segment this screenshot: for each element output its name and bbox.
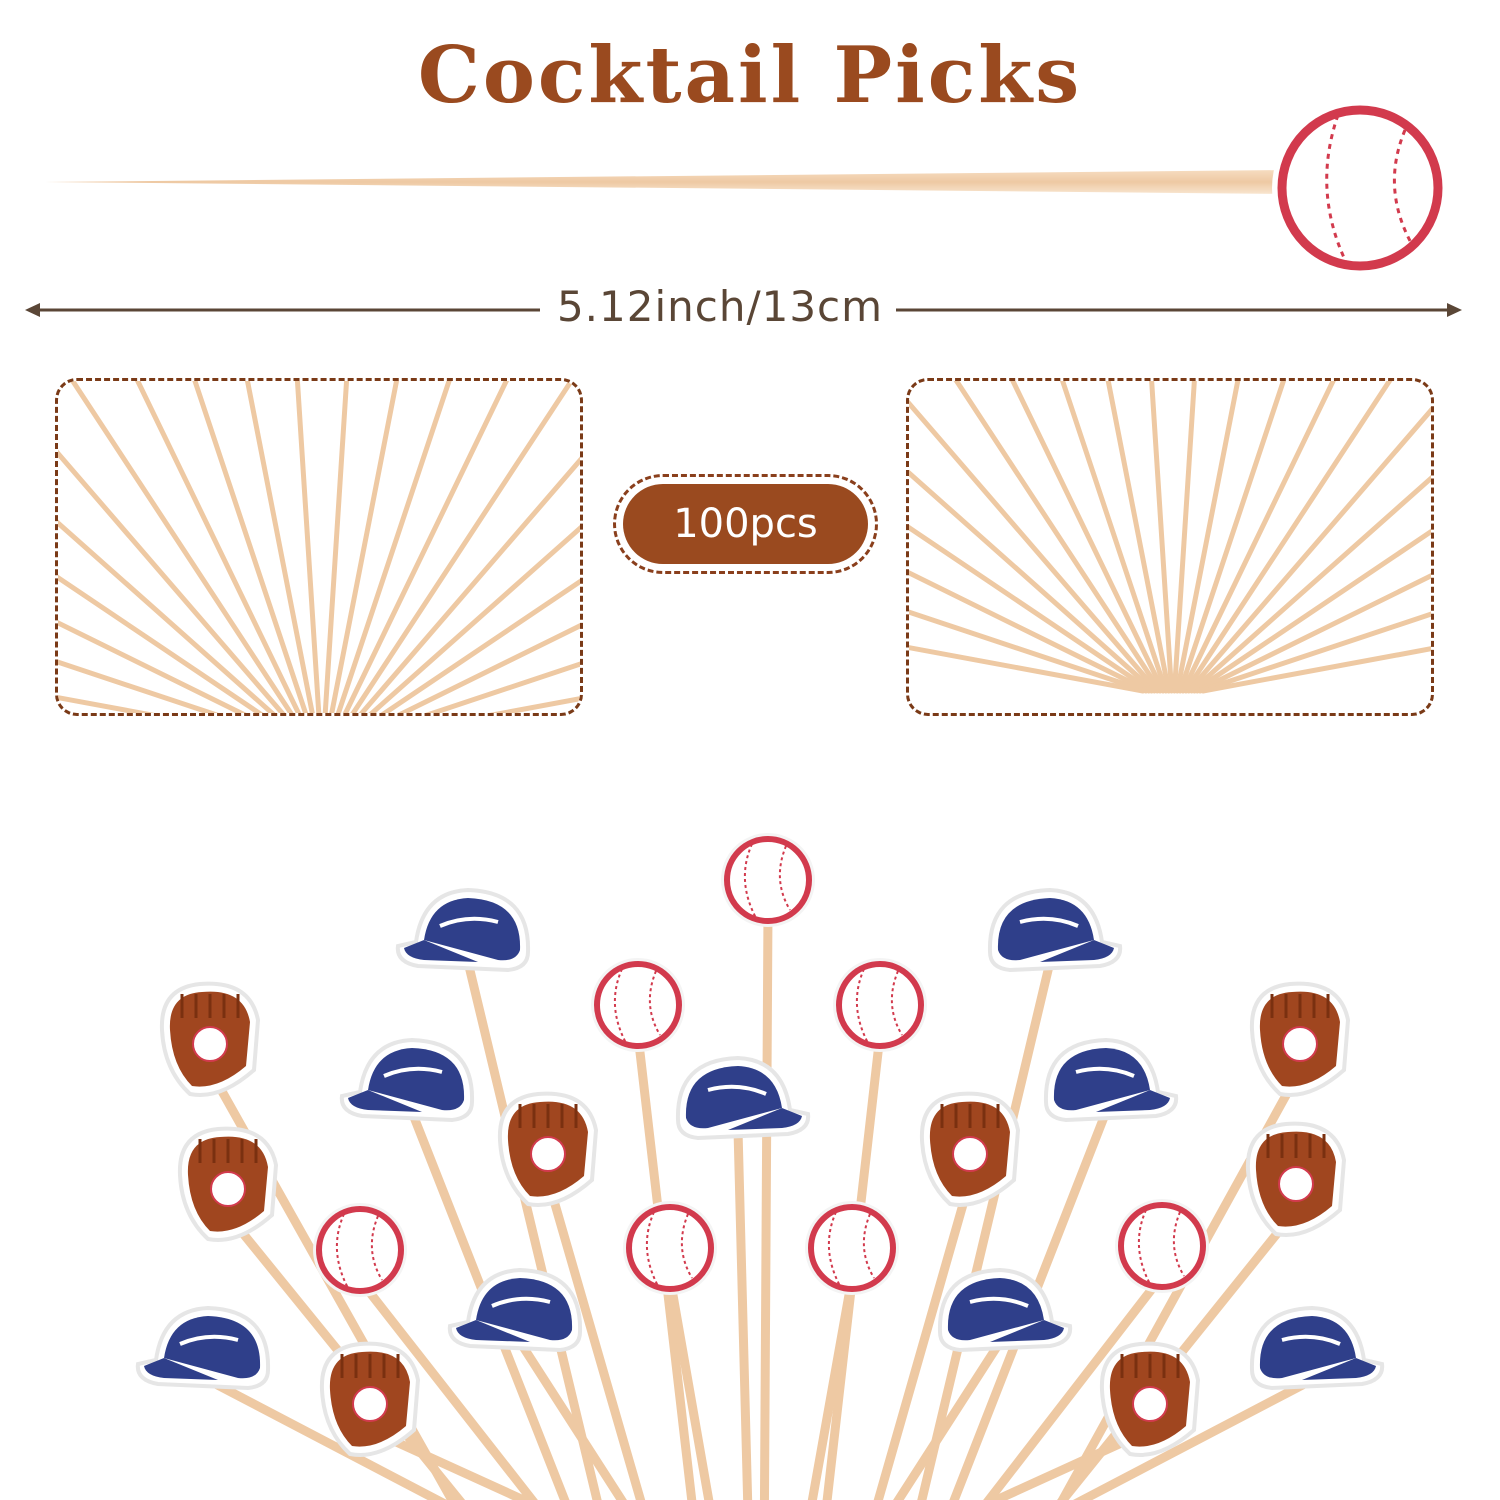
bamboo-stick xyxy=(909,524,1155,694)
bamboo-stick xyxy=(953,381,1163,694)
page-title: Cocktail Picks xyxy=(417,30,1083,121)
bamboo-stick xyxy=(355,1275,538,1500)
baseball-glove-icon xyxy=(319,1341,421,1457)
baseball-glove-icon xyxy=(919,1091,1021,1207)
bamboo-stick xyxy=(909,399,1160,694)
bamboo-stick xyxy=(294,381,322,713)
baseball-icon xyxy=(833,958,927,1052)
baseball-glove-icon xyxy=(177,1126,279,1242)
baseball-icon xyxy=(1272,102,1444,274)
count-badge-outline xyxy=(613,474,878,574)
baseball-cap-icon xyxy=(937,1267,1073,1353)
bamboo-stick xyxy=(244,381,315,713)
bamboo-stick xyxy=(893,1337,1005,1500)
baseball-cap-icon xyxy=(1043,1037,1179,1123)
bamboo-stick xyxy=(335,381,452,713)
bamboo-stick xyxy=(192,381,309,713)
bamboo-stick xyxy=(909,570,1152,694)
bamboo-stick xyxy=(1194,573,1431,694)
bamboo-stick xyxy=(909,645,1146,694)
baseball-cap-icon xyxy=(339,1037,475,1123)
bamboo-stick xyxy=(665,1273,714,1500)
bamboo-stick xyxy=(380,578,580,713)
bamboo-stick xyxy=(358,456,580,713)
bamboo-stick xyxy=(350,381,575,713)
bamboo-stick xyxy=(1105,381,1172,694)
baseball-cap-icon xyxy=(1249,1305,1385,1391)
bamboo-stick xyxy=(1171,381,1197,694)
baseball-icon xyxy=(1115,1199,1209,1293)
bamboo-stick xyxy=(1191,528,1431,694)
bamboo-stick xyxy=(58,449,286,713)
baseball-glove-icon xyxy=(497,1091,599,1207)
bamboo-stick xyxy=(1183,381,1393,694)
bamboo-stick xyxy=(58,620,247,713)
bamboo-stick xyxy=(1059,381,1169,694)
bamboo-stick xyxy=(515,1337,627,1500)
bamboo-stick xyxy=(58,574,264,713)
bamboo-stick xyxy=(203,1375,447,1500)
count-badge: 100pcs xyxy=(623,484,868,564)
baseball-glove-icon xyxy=(159,981,261,1097)
bamboo-stick xyxy=(329,381,400,713)
bamboo-stick xyxy=(1186,406,1431,694)
baseball-cap-icon xyxy=(447,1267,583,1353)
bamboo-stick xyxy=(759,905,773,1500)
bamboo-stick xyxy=(322,381,350,713)
bamboo-stick xyxy=(1177,381,1287,694)
bamboo-stick xyxy=(1149,381,1175,694)
dimension-label: 5.12inch/13cm xyxy=(556,282,884,331)
hero-cocktail-pick xyxy=(45,102,1444,274)
baseball-glove-icon xyxy=(1099,1341,1201,1457)
sticks-closeup-right xyxy=(906,378,1434,716)
dimension-arrow xyxy=(25,303,1462,317)
baseball-glove-icon xyxy=(1245,1121,1347,1237)
bamboo-stick xyxy=(69,381,294,713)
baseball-cap-icon xyxy=(135,1305,271,1391)
bamboo-stick xyxy=(909,469,1157,694)
baseball-cap-icon xyxy=(987,887,1123,973)
baseball-icon xyxy=(591,958,685,1052)
bamboo-stick xyxy=(909,609,1149,694)
bamboo-stick xyxy=(1200,646,1431,694)
baseball-cap-icon xyxy=(395,887,531,973)
baseball-icon xyxy=(805,1201,899,1295)
bamboo-stick xyxy=(733,1125,753,1500)
bamboo-stick xyxy=(58,659,219,713)
bamboo-stick xyxy=(342,381,510,713)
bamboo-stick xyxy=(1189,474,1431,694)
bamboo-stick xyxy=(1073,1375,1317,1500)
baseball-icon xyxy=(623,1201,717,1295)
bamboo-stick xyxy=(1174,381,1241,694)
bamboo-stick xyxy=(425,661,580,713)
baseball-cap-icon xyxy=(675,1055,811,1141)
baseball-icon xyxy=(313,1203,407,1297)
bamboo-sticks-fan-right xyxy=(909,381,1431,694)
bamboo-stick xyxy=(873,1175,975,1500)
bamboo-stick xyxy=(463,957,602,1500)
bamboo-stick xyxy=(807,1273,857,1500)
sticks-closeup-left xyxy=(55,378,583,716)
bamboo-stick xyxy=(1197,611,1431,694)
bamboo-stick xyxy=(134,381,302,713)
bamboo-stick xyxy=(917,957,1055,1500)
bamboo-stick xyxy=(58,519,276,713)
bamboo-stick xyxy=(1010,381,1166,694)
bamboo-stick xyxy=(397,623,580,713)
bamboo-sticks-fan-left xyxy=(58,381,580,713)
bamboo-stick xyxy=(543,1175,646,1500)
baseball-icon xyxy=(721,833,815,927)
bamboo-stick xyxy=(983,1271,1167,1500)
bamboo-stick xyxy=(368,524,580,713)
bamboo-stick xyxy=(1180,381,1336,694)
baseball-glove-icon xyxy=(1249,981,1351,1097)
